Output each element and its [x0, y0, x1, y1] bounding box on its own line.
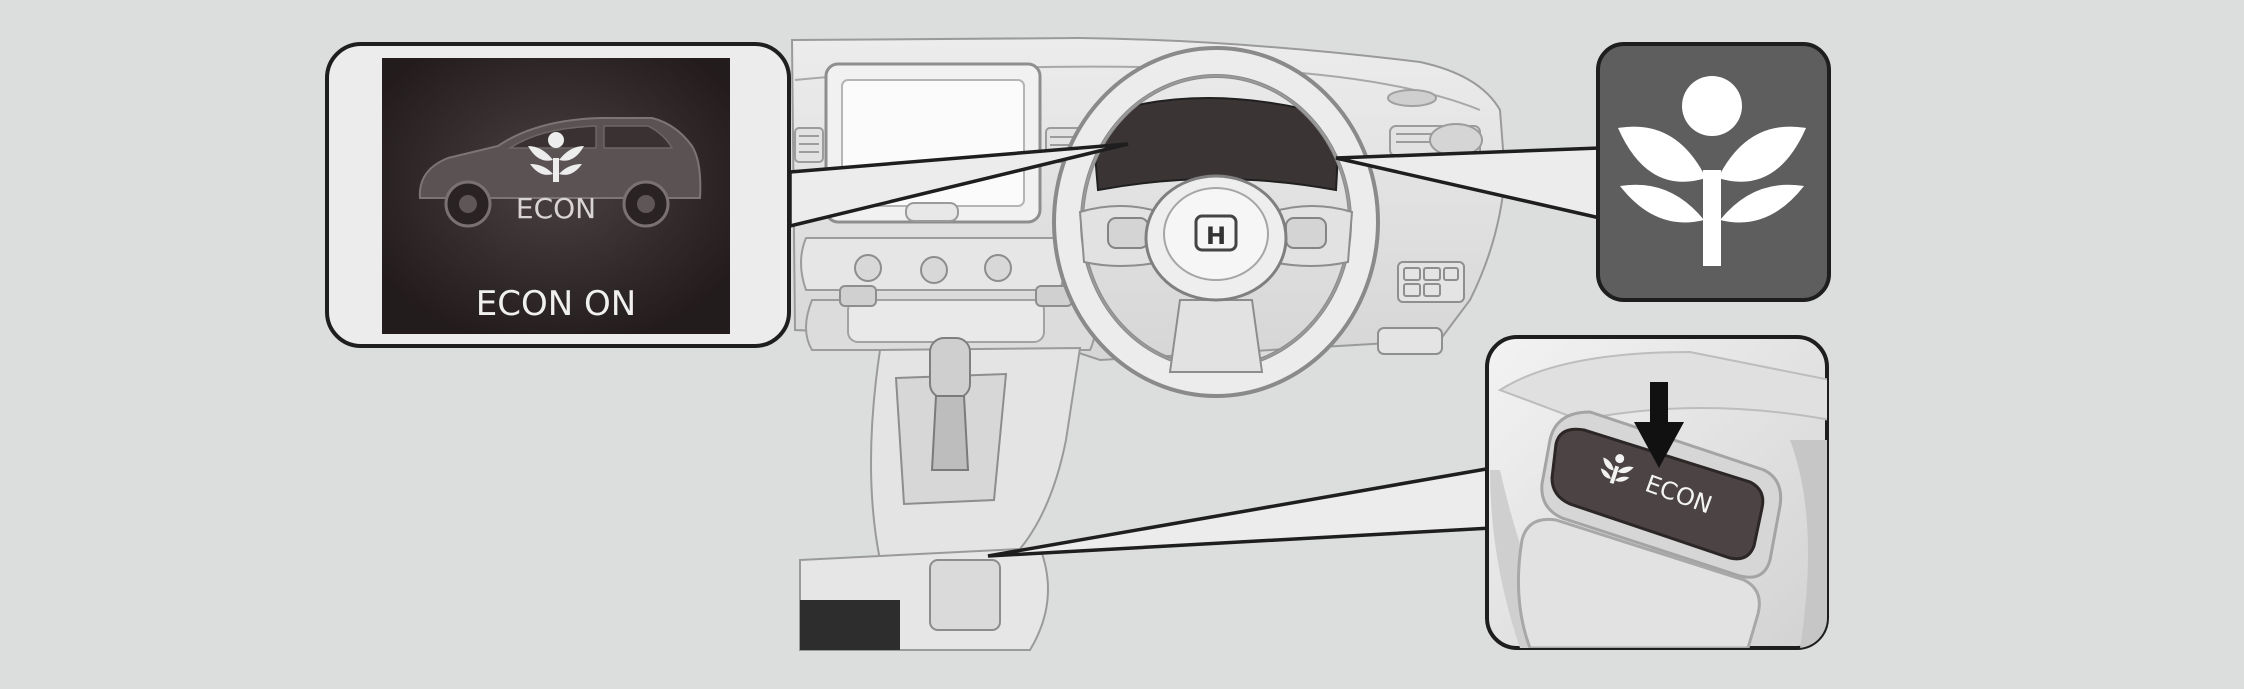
- leader-lines: [788, 142, 1602, 558]
- armrest: [800, 600, 900, 650]
- climate-knobs: [854, 254, 1012, 284]
- econ-leaf-person-icon: [1618, 76, 1806, 266]
- display-econ-icon: [528, 132, 584, 182]
- steering-wheel: H: [1052, 46, 1380, 398]
- right-switch-panel: [1377, 261, 1465, 355]
- center-console: [799, 337, 1082, 651]
- display-callout: ECON ECON ON: [325, 42, 791, 348]
- gear-shifter-knob: [929, 337, 971, 399]
- econ-button-icon: [1600, 454, 1634, 484]
- display-status-text: ECON ON: [476, 284, 636, 324]
- left-air-vent: [794, 127, 824, 163]
- brand-badge-letter: H: [1206, 222, 1226, 250]
- display-car-label: ECON: [516, 192, 596, 225]
- down-arrow-icon: [1634, 382, 1684, 468]
- right-air-vent: [1389, 123, 1483, 157]
- button-callout: ECON: [1485, 335, 1829, 650]
- indicator-callout: [1596, 42, 1831, 302]
- dashboard-illustration: H: [790, 36, 1507, 651]
- brand-badge: [1194, 214, 1238, 252]
